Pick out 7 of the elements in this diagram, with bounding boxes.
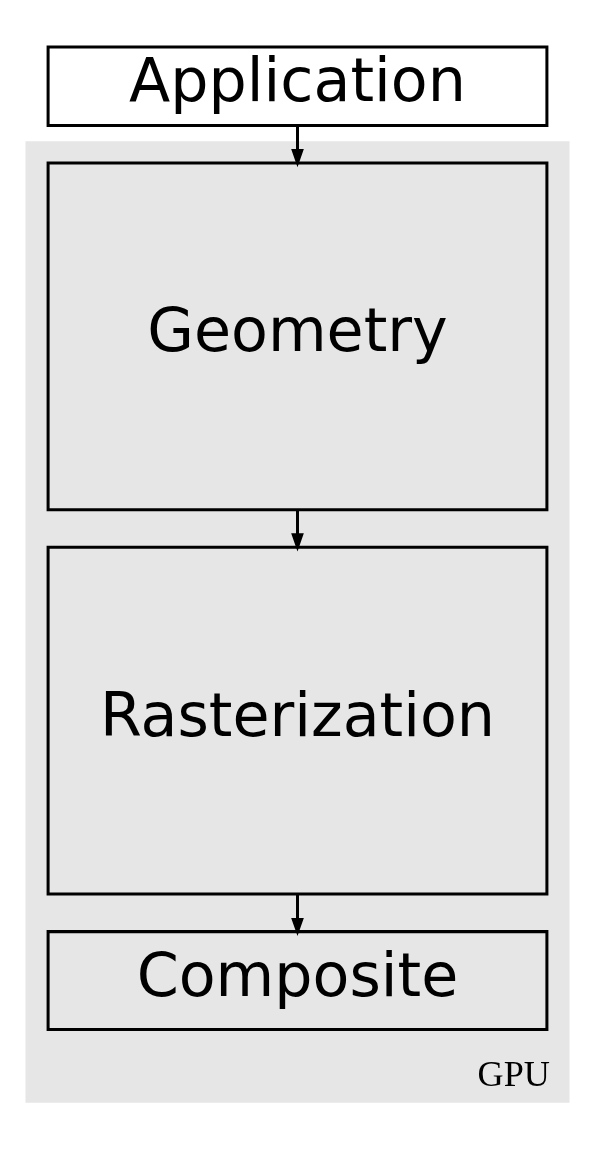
arrow — [291, 510, 304, 552]
node-box: Application — [46, 45, 549, 127]
arrow — [291, 125, 304, 168]
node-box: Geometry — [46, 161, 549, 512]
node-box: Rasterization — [46, 545, 549, 896]
arrow — [291, 894, 304, 937]
node-box: Composite — [46, 930, 549, 1032]
